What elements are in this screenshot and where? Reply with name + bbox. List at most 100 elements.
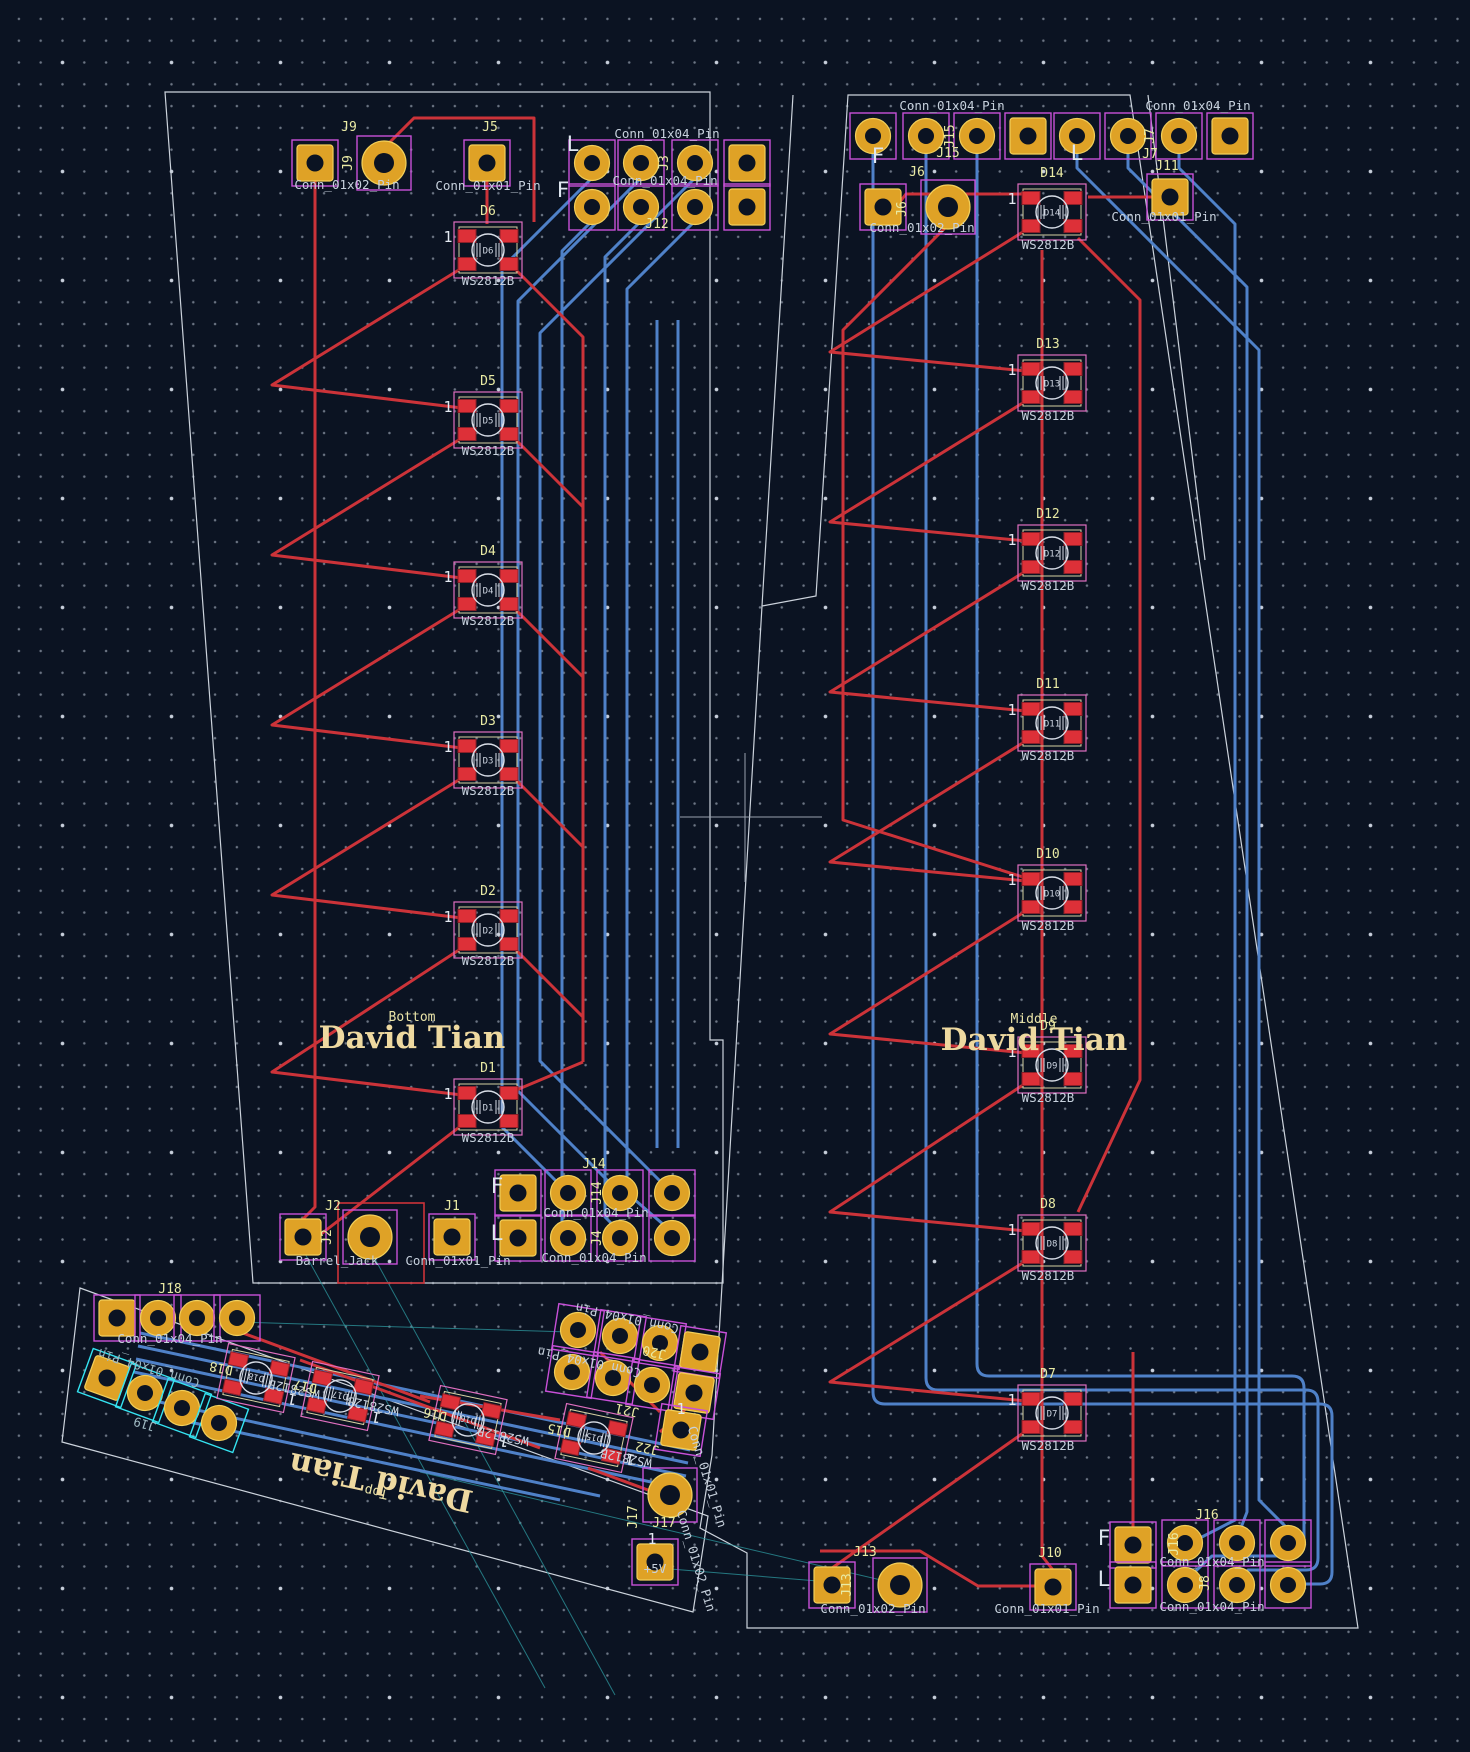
silk-label[interactable]: WS2812B (462, 273, 515, 288)
pad[interactable] (653, 1402, 709, 1458)
led-pad[interactable] (268, 1359, 291, 1378)
pad[interactable] (188, 1392, 250, 1454)
led-pad[interactable] (559, 1438, 582, 1457)
pad[interactable] (342, 1209, 398, 1265)
pad[interactable] (1004, 112, 1052, 160)
led-pad[interactable] (1063, 730, 1083, 744)
copper-trace-back[interactable] (516, 176, 643, 1195)
silk-label[interactable]: J4 (590, 1230, 605, 1246)
silk-label[interactable]: D17 (292, 1376, 318, 1396)
connector-J20[interactable] (550, 1302, 728, 1380)
pad[interactable] (596, 1214, 644, 1262)
connector-J17[interactable] (631, 1467, 698, 1586)
silk-label[interactable]: D14 (1040, 166, 1064, 181)
led-pad[interactable] (1021, 390, 1041, 404)
led-pad[interactable] (1021, 900, 1041, 914)
pad[interactable] (494, 1214, 542, 1262)
led-D9[interactable]: D91 (1007, 1036, 1087, 1094)
led-pad[interactable] (499, 427, 519, 441)
copper-trace-back[interactable] (924, 154, 1320, 1580)
connector-J7[interactable] (1053, 112, 1254, 160)
silk-label[interactable]: Conn_01x01_Pin (405, 1253, 510, 1268)
silk-label[interactable]: 1 (647, 1530, 656, 1548)
silk-label[interactable]: Conn_01x04_Pin (117, 1331, 222, 1346)
pad[interactable] (859, 183, 907, 231)
silk-label[interactable]: D13 (1036, 337, 1059, 352)
led-pad[interactable] (1021, 872, 1041, 886)
silk-label[interactable]: WS2812B (1022, 1268, 1075, 1283)
led-D7[interactable]: D71 (1007, 1384, 1087, 1442)
silk-label[interactable]: Conn_01x04_Pin (614, 126, 719, 141)
led-pad[interactable] (1021, 702, 1041, 716)
pad[interactable] (617, 139, 665, 187)
silk-label[interactable]: D1 (480, 1061, 496, 1076)
led-pad[interactable] (600, 1447, 623, 1465)
connector-J19[interactable] (76, 1347, 250, 1454)
led-pad[interactable] (499, 739, 519, 753)
pad[interactable] (213, 1294, 261, 1342)
silk-label[interactable]: Conn_01x02_Pin (294, 177, 399, 192)
pad[interactable] (1109, 1521, 1157, 1569)
silk-label[interactable]: D2 (480, 884, 496, 899)
pad[interactable] (76, 1347, 138, 1409)
silk-label[interactable]: Conn_01x01_Pin (1111, 209, 1216, 224)
led-pad[interactable] (1021, 1250, 1041, 1264)
silk-label[interactable]: J13 (840, 1573, 855, 1596)
silk-label[interactable]: Barrel_Jack (296, 1253, 379, 1268)
pad[interactable] (596, 1169, 644, 1217)
silk-label[interactable]: D4 (480, 544, 496, 559)
pad[interactable] (93, 1294, 141, 1342)
silk-label[interactable]: L (1098, 1567, 1111, 1591)
led-pad[interactable] (457, 909, 477, 923)
silk-label[interactable]: J17 (626, 1505, 641, 1528)
led-pad[interactable] (1063, 191, 1083, 205)
silk-label[interactable]: J21 (614, 1400, 640, 1420)
silk-label[interactable]: D11 (1036, 677, 1059, 692)
silk-label[interactable]: D8 (1040, 1197, 1056, 1212)
connector-J1[interactable] (428, 1213, 476, 1261)
led-pad[interactable] (457, 569, 477, 583)
silk-label[interactable]: Conn_01x04_Pin (612, 173, 717, 188)
led-pad[interactable] (1021, 560, 1041, 574)
pad[interactable] (1206, 112, 1254, 160)
pad[interactable] (631, 1538, 679, 1586)
silk-label[interactable]: F (491, 1174, 504, 1198)
led-D3[interactable]: D31 (443, 731, 523, 789)
led-pad[interactable] (499, 1114, 519, 1128)
silk-label[interactable]: J10 (1038, 1546, 1061, 1561)
copper-trace-front[interactable] (841, 223, 1027, 880)
led-D8[interactable]: D81 (1007, 1214, 1087, 1272)
led-pad[interactable] (1063, 219, 1083, 233)
copper-trace-back[interactable] (137, 1344, 689, 1465)
pad[interactable] (1104, 112, 1152, 160)
silk-label[interactable]: D10 (1036, 847, 1059, 862)
led-pad[interactable] (1021, 730, 1041, 744)
silk-label[interactable]: J22 (634, 1438, 660, 1458)
silk-label[interactable]: Conn_01x04_Pin (541, 1250, 646, 1265)
led-pad[interactable] (457, 597, 477, 611)
silk-label[interactable]: J15 (943, 124, 958, 147)
copper-trace-front[interactable] (382, 116, 536, 222)
pad[interactable] (808, 1561, 856, 1609)
pad[interactable] (463, 139, 511, 187)
silk-label[interactable]: J7 (1143, 128, 1158, 144)
silk-label[interactable]: Conn_01x01_Pin (435, 178, 540, 193)
pad[interactable] (356, 135, 412, 191)
silk-label[interactable]: J16 (1167, 1532, 1182, 1555)
led-pad[interactable] (1021, 1392, 1041, 1406)
silk-label[interactable]: J1 (444, 1199, 460, 1214)
silk-label[interactable]: D3 (480, 714, 496, 729)
led-pad[interactable] (1021, 362, 1041, 376)
led-pad[interactable] (457, 767, 477, 781)
silk-label[interactable]: WS2812B (462, 953, 515, 968)
pad[interactable] (666, 1365, 722, 1421)
silk-label[interactable]: J20 (641, 1342, 667, 1362)
silk-label[interactable]: J17 (652, 1516, 675, 1531)
led-D6[interactable]: D61 (443, 221, 523, 279)
pad[interactable] (568, 183, 616, 231)
